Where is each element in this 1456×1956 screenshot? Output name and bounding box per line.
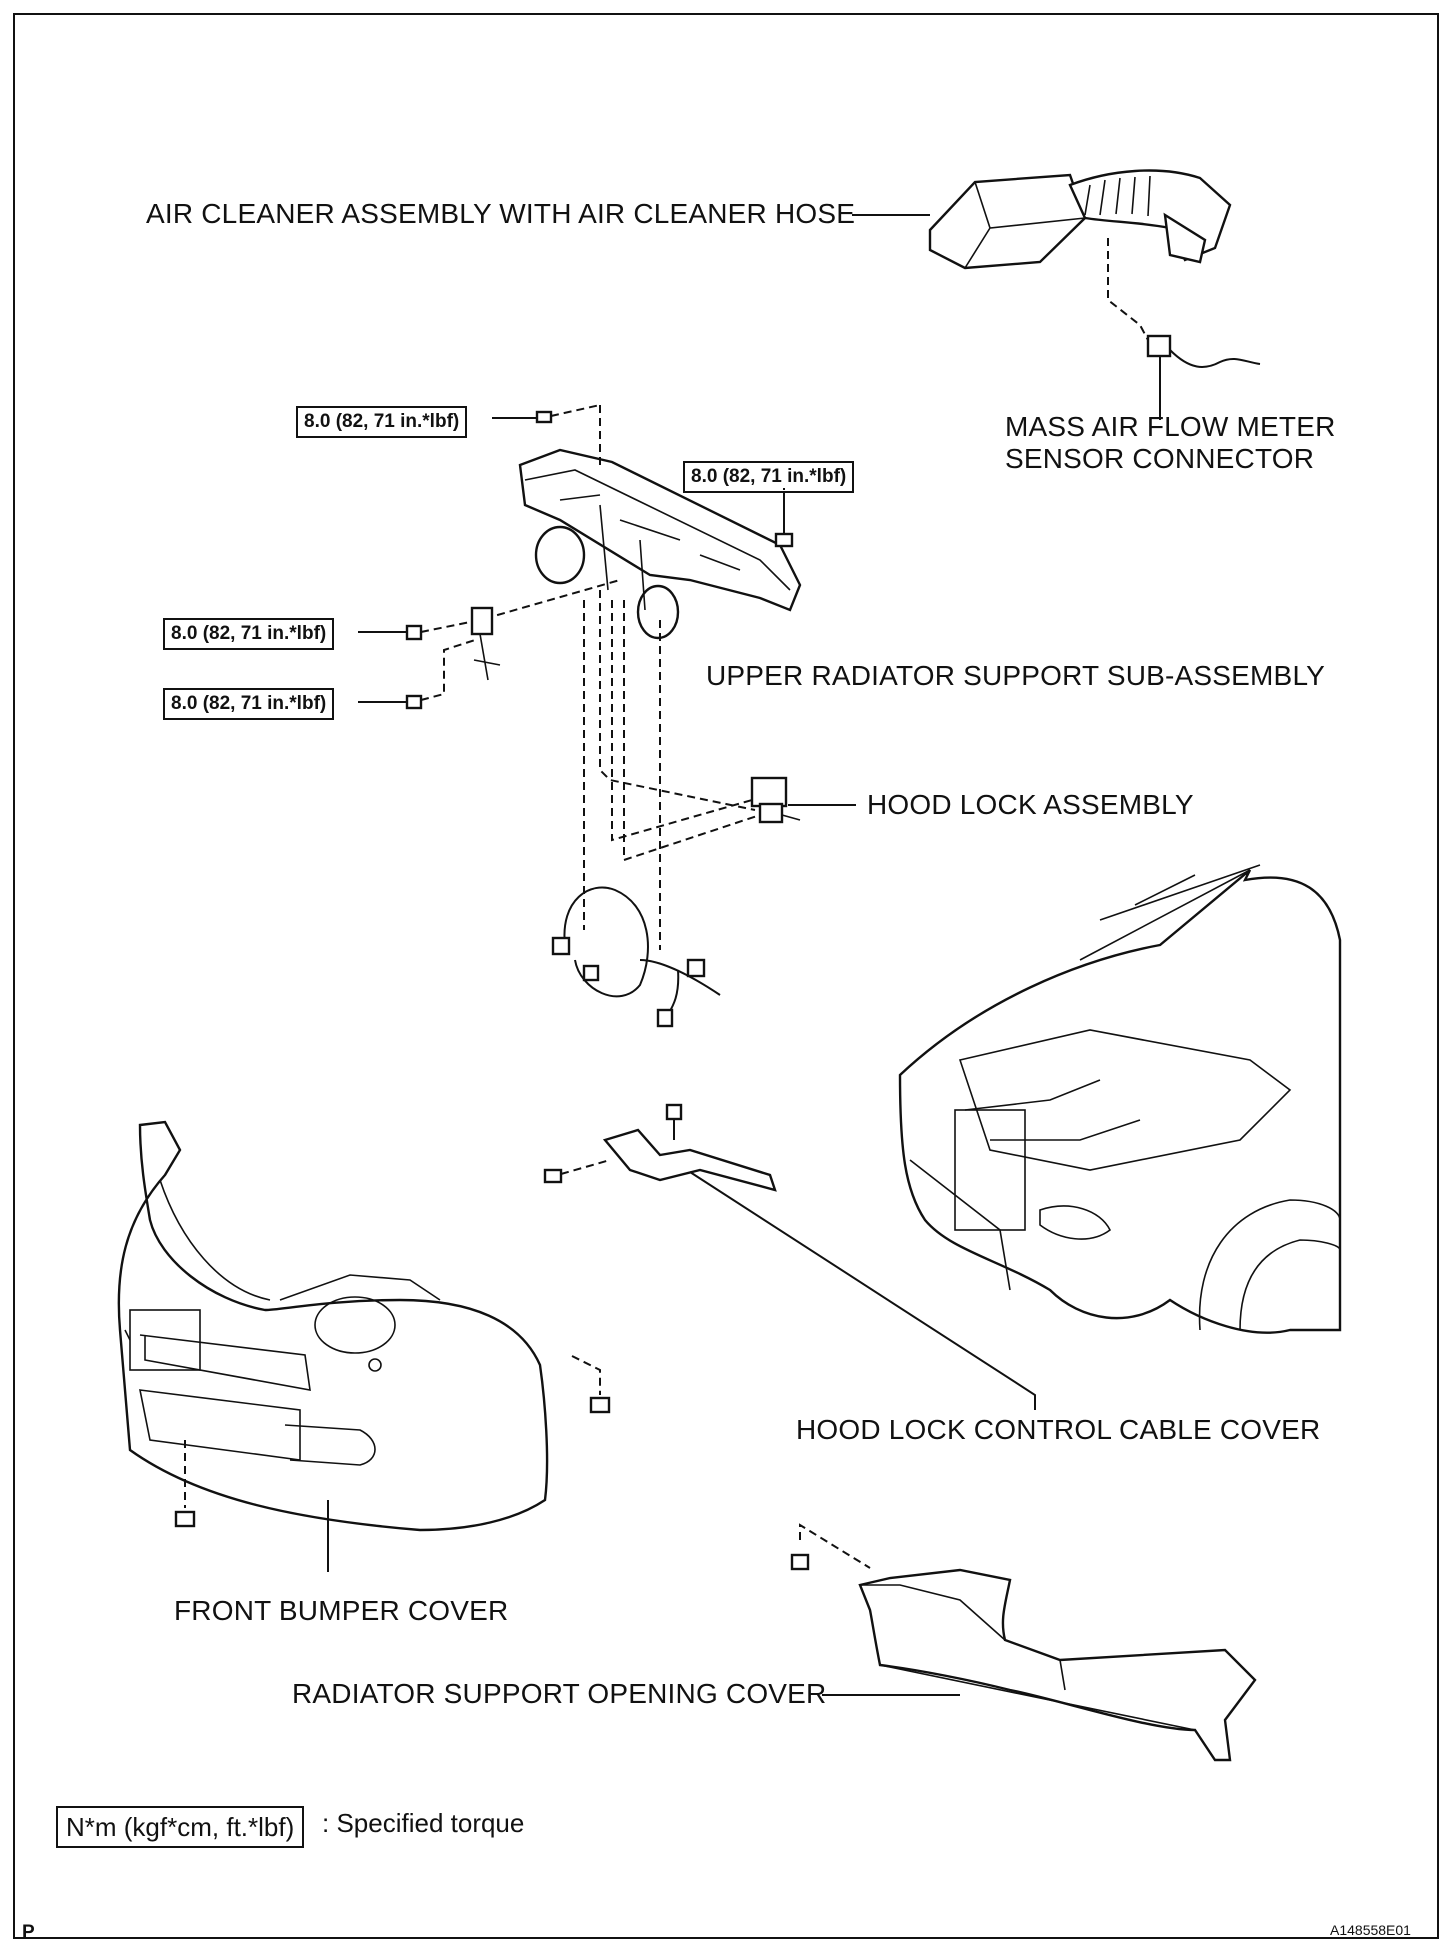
legend-text: : Specified torque: [322, 1808, 525, 1838]
cable-cover-leader: [689, 1171, 1036, 1410]
label-maf-line2: SENSOR CONNECTOR: [1005, 443, 1315, 474]
vehicle-front-illustration: [898, 864, 1342, 1334]
bolt-icon: [774, 490, 794, 548]
air-cleaner-assembly: [928, 169, 1232, 270]
bolt-icon: [174, 1355, 611, 1528]
label-air-cleaner: AIR CLEANER ASSEMBLY WITH AIR CLEANER HO…: [146, 198, 856, 229]
torque-spec-box: 8.0 (82, 71 in.*lbf): [163, 688, 335, 720]
connector-lines: [583, 590, 761, 950]
hood-lock-control-cable-cover: [543, 1103, 777, 1192]
hood-lock-assembly: [750, 776, 801, 824]
label-front-bumper: FRONT BUMPER COVER: [174, 1595, 509, 1626]
torque-spec-box: 8.0 (82, 71 in.*lbf): [163, 618, 335, 650]
legend-torque-box: N*m (kgf*cm, ft.*lbf): [56, 1806, 305, 1848]
hood-lock-cable: [551, 886, 721, 1028]
torque-spec-box: 8.0 (82, 71 in.*lbf): [296, 406, 468, 438]
figure-id: A148558E01: [1330, 1922, 1411, 1938]
diagram-frame: [13, 13, 1439, 1939]
label-upper-radiator-support: UPPER RADIATOR SUPPORT SUB-ASSEMBLY: [706, 660, 1326, 691]
corner-mark-left: P: [22, 1922, 35, 1943]
upper-radiator-support: [518, 448, 802, 640]
label-opening-cover: RADIATOR SUPPORT OPENING COVER: [292, 1678, 827, 1709]
maf-sensor-connector: [1107, 238, 1261, 420]
bolt-icon: [535, 404, 601, 470]
torque-spec-box: 8.0 (82, 71 in.*lbf): [683, 461, 855, 493]
bolt-icon: [405, 639, 476, 710]
label-maf-line1: MASS AIR FLOW METER: [1005, 411, 1336, 442]
front-bumper-cover: [117, 1120, 549, 1532]
label-cable-cover: HOOD LOCK CONTROL CABLE COVER: [796, 1414, 1321, 1445]
label-hood-lock: HOOD LOCK ASSEMBLY: [867, 789, 1194, 820]
radiator-support-opening-cover: [790, 1523, 1257, 1762]
nut-icon: [405, 579, 621, 681]
